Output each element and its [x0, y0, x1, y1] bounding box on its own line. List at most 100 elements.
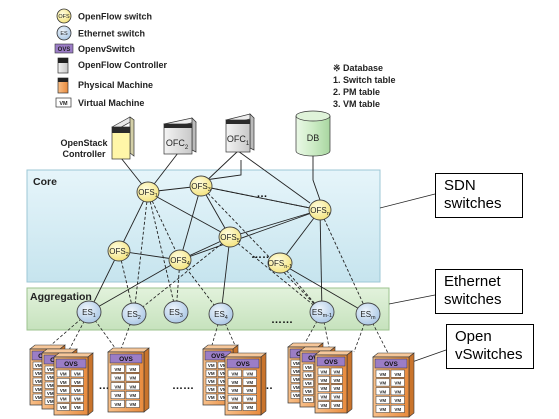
- vm-label: VM: [246, 397, 253, 402]
- label-base: ES: [360, 310, 371, 319]
- virtual-machine-icon: [205, 385, 217, 393]
- machine-layer: OVS VM VM VM VM VM VM VM VM VM VM OVS VM VM VM VM VM VM VM…: [29, 342, 415, 418]
- switch-label: OFSn: [310, 206, 330, 217]
- machine-top: [41, 348, 78, 354]
- machine-top: [107, 347, 150, 353]
- ethernet-switch-icon: ES1: [76, 300, 102, 324]
- vm-label: VM: [47, 367, 54, 372]
- vm-label: VM: [379, 398, 386, 403]
- virtual-machine-icon: [330, 376, 343, 384]
- legend-label-openflow-switch: OpenFlow switch: [78, 12, 152, 22]
- dashed-link: [133, 191, 149, 315]
- openvswitch-icon: [226, 358, 260, 369]
- solid-link: [229, 209, 321, 238]
- virtual-machine-icon: [302, 395, 314, 403]
- label-subscript: 3: [180, 313, 183, 319]
- switch-shape: [355, 302, 381, 326]
- ovs-label: OVS: [384, 361, 398, 368]
- vm-label: VM: [47, 391, 54, 396]
- switch-label: OFS2: [109, 247, 129, 258]
- vm-label: VM: [220, 363, 227, 368]
- vm-label: VM: [231, 371, 238, 376]
- virtual-machine-icon: [375, 387, 390, 396]
- annotation-line: vSwitches: [455, 346, 523, 363]
- virtual-machine-icon: [55, 97, 72, 108]
- virtual-machine-icon: [375, 404, 390, 413]
- vm-label: VM: [246, 371, 253, 376]
- control-link: [204, 160, 242, 181]
- openflow-switch-icon: OFS5: [218, 226, 242, 248]
- vm-label: VM: [114, 384, 121, 389]
- machine-top: [224, 352, 267, 358]
- dashed-link: [175, 259, 181, 313]
- label-base: OFS: [138, 188, 154, 197]
- openflow-switch-icon: OFS3: [189, 175, 213, 197]
- openflow-controller-1: OFC1: [225, 113, 255, 153]
- machine-side: [408, 352, 415, 418]
- legend-label-openflow-controller: OpenFlow Controller: [78, 60, 167, 70]
- vm-label: VM: [231, 397, 238, 402]
- virtual-machine-icon: [317, 401, 330, 409]
- label-base: OFS: [310, 206, 326, 215]
- vm-label: VM: [246, 405, 253, 410]
- switch-label: OFS4: [170, 256, 190, 267]
- annotation-line: SDN: [444, 177, 476, 194]
- openflow-switch-icon-text: OFS: [58, 14, 70, 20]
- vm-label: VM: [74, 405, 81, 410]
- label-subscript: 4: [187, 261, 190, 267]
- vm-label: VM: [60, 405, 67, 410]
- database-note-item: 2. PM table: [333, 87, 380, 97]
- virtual-machine-icon: [227, 378, 242, 386]
- vm-label: VM: [333, 378, 340, 383]
- solid-link: [118, 191, 149, 252]
- ovs-label: OVS: [324, 359, 338, 366]
- ethernet-switch-icon-text: ES: [60, 31, 68, 37]
- physical-machine-icon: [57, 77, 69, 94]
- vm-label: VM: [129, 367, 136, 372]
- switch-label: OFSn-1: [268, 259, 292, 270]
- openflow-switch-icon: OFS4: [168, 249, 192, 271]
- virtual-machine-icon: [70, 378, 84, 386]
- virtual-machine-icon: [110, 373, 125, 382]
- legend-label-ethernet-switch: Ethernet switch: [78, 29, 145, 39]
- vm-label: VM: [74, 380, 81, 385]
- virtual-machine-icon: [227, 369, 242, 378]
- switch-shape: [136, 181, 160, 203]
- vm-label: VM: [320, 395, 327, 400]
- label-base: OFC: [166, 138, 185, 148]
- vm-label: VM: [231, 380, 238, 385]
- solid-link: [279, 262, 369, 315]
- vm-label: VM: [114, 376, 121, 381]
- vm-label: VM: [208, 379, 215, 384]
- solid-link: [179, 209, 321, 261]
- label-subscript: n-1: [284, 264, 292, 270]
- label-base: OFC: [227, 134, 246, 144]
- vm-label: VM: [305, 381, 312, 386]
- openflow-switch-icon: OFS2: [107, 240, 131, 262]
- openflow-controller-1-label: OFC1: [227, 134, 250, 147]
- vm-label: VM: [333, 369, 340, 374]
- switch-shape: [308, 199, 332, 221]
- vm-label: VM: [220, 379, 227, 384]
- label-subscript: n: [327, 211, 330, 217]
- vm-label: VM: [47, 375, 54, 380]
- vm-label: VM: [246, 380, 253, 385]
- legend-label-virtual-machine: Virtual Machine: [78, 98, 144, 108]
- virtual-machine-icon: [110, 364, 125, 373]
- annotation-connector: [388, 294, 436, 305]
- vm-label: VM: [246, 388, 253, 393]
- vm-label: VM: [47, 399, 54, 404]
- openstack-controller-label: OpenStack: [60, 138, 108, 148]
- vm-label: VM: [333, 395, 340, 400]
- ethernet-switch-icon: [56, 25, 72, 41]
- switch-label: OFS5: [220, 233, 240, 244]
- label-base: OFS: [191, 182, 207, 191]
- openflow-switch-icon: [56, 8, 72, 24]
- label-base: OFS: [170, 256, 186, 265]
- vm-label: VM: [35, 379, 42, 384]
- vm-label: VM: [129, 393, 136, 398]
